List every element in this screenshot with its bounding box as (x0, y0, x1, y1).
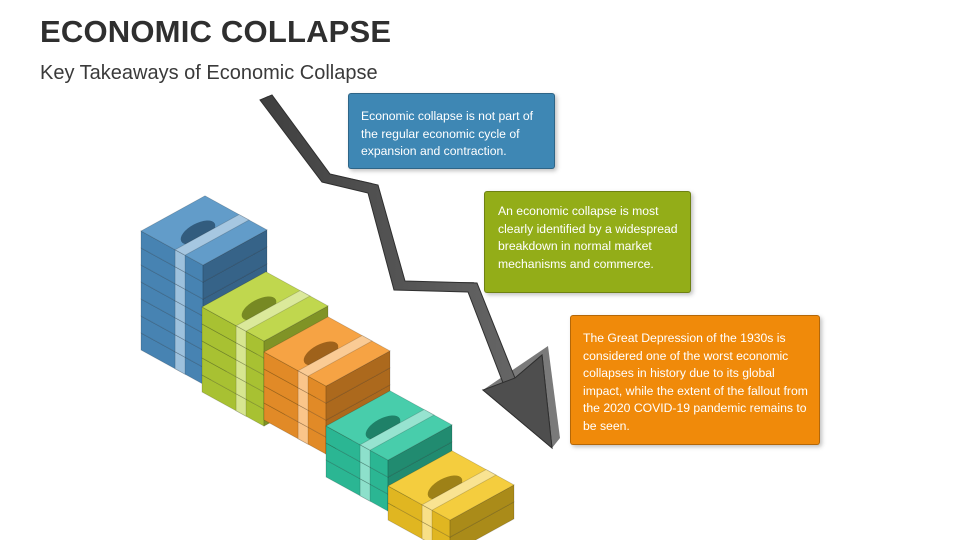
callout-blue: Economic collapse is not part of the reg… (348, 93, 555, 169)
callout-green: An economic collapse is most clearly ide… (484, 191, 691, 293)
bundle-band (297, 421, 309, 445)
bundle-band (359, 444, 371, 468)
bill-emblem (180, 220, 216, 245)
slide-subtitle: Key Takeaways of Economic Collapse (40, 62, 378, 84)
bundle-top-band (359, 409, 435, 451)
bundle-top-band (235, 290, 311, 332)
bundle-right-face (202, 229, 268, 283)
money-stack-yellow (387, 450, 515, 540)
bundle-top-band (297, 335, 373, 377)
bundle-right-face (202, 246, 268, 300)
bundle-top-band (421, 469, 497, 511)
bundle-band (297, 404, 309, 428)
bundle-top-band (174, 214, 250, 256)
money-stack-orange (263, 316, 391, 455)
bundle-band (421, 521, 433, 540)
bill-emblem (427, 475, 463, 500)
slide-title: ECONOMIC COLLAPSE (40, 14, 392, 49)
bill-emblem (303, 341, 339, 366)
bundle-band (297, 387, 309, 411)
declining-arrow-icon (259, 94, 560, 450)
bill-emblem (241, 296, 277, 321)
bundle-band (421, 504, 433, 528)
bill-emblem (365, 415, 401, 440)
bundle-band (359, 478, 371, 502)
bundle-band (297, 370, 309, 394)
bundle-right-face (449, 484, 515, 538)
money-stacks (140, 195, 515, 540)
bundle-band (359, 461, 371, 485)
callout-orange: The Great Depression of the 1930s is con… (570, 315, 820, 445)
